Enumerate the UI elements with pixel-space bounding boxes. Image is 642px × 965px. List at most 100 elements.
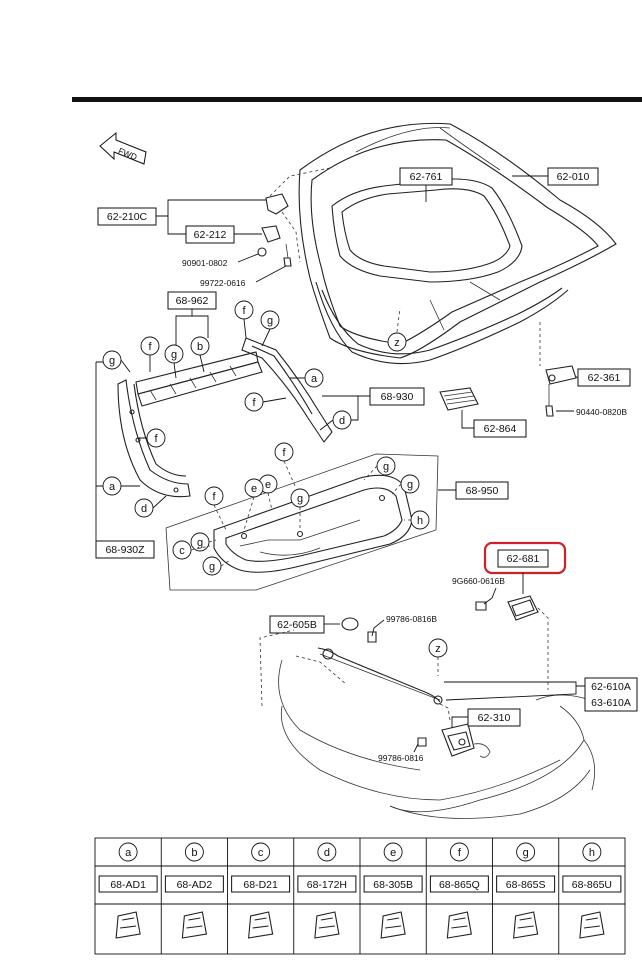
clip-icon-h [579, 911, 605, 939]
trim-side-right-drawing [241, 337, 333, 443]
callout-68-950-text: 68-950 [466, 485, 499, 497]
callout-62-605B-text: 62-605B [277, 619, 317, 631]
clip-icon-a [115, 911, 141, 939]
svg-text:g: g [407, 479, 413, 491]
legend-letter-c [251, 842, 271, 862]
callout-62-212-text: 62-212 [194, 229, 227, 241]
trim-ref-letters: g f g b f g a f d f a d [102, 300, 352, 518]
callout-68-930Z[interactable] [95, 540, 155, 559]
callout-9G660-0616B[interactable]: 9G660-0616B [452, 576, 505, 586]
legend-letter-text: a [125, 847, 132, 859]
stay-cap-drawing [341, 617, 359, 631]
legend-code-text: 68-AD1 [110, 879, 146, 891]
callout-62-310[interactable] [467, 708, 521, 727]
legend-letter-text: f [458, 847, 462, 859]
svg-text:g: g [383, 461, 389, 473]
callout-63-610A-text: 63-610A [591, 697, 631, 709]
callout-62-361[interactable] [577, 368, 631, 387]
striker-bracket-drawing [539, 322, 577, 417]
fwd-arrow-icon: FWD [99, 131, 147, 165]
callout-62-610A-text: 62-610A [591, 681, 631, 693]
clip-icon-g [513, 911, 539, 939]
legend-code-68-865S[interactable] [496, 875, 556, 893]
callout-99722-0616[interactable]: 99722-0616 [200, 278, 246, 288]
trim-main-frame [165, 453, 439, 591]
legend-letter-text: e [390, 847, 396, 859]
legend-letter-a [118, 842, 138, 862]
callout-62-212[interactable] [185, 225, 235, 244]
highlight-ring [483, 541, 567, 575]
callout-68-962-text: 68-962 [176, 295, 209, 307]
ref-circle-z-text: z [394, 337, 400, 349]
trim-main-ref-letters: f g g e e f g h c g g [172, 442, 430, 576]
callout-62-681[interactable] [497, 549, 549, 568]
legend-code-68-D21[interactable] [231, 875, 291, 893]
callout-90901-0802[interactable]: 90901-0802 [182, 258, 228, 268]
clip-icon-e [380, 911, 406, 939]
legend-code-68-865Q[interactable] [429, 875, 489, 893]
legend-code-68-865U[interactable] [562, 875, 622, 893]
callout-62-610A[interactable] [584, 677, 638, 712]
callout-62-010[interactable] [547, 167, 599, 186]
legend-letter-text: b [191, 847, 197, 859]
lamp-bracket-drawing [475, 595, 549, 690]
legend-code-text: 68-305B [373, 879, 413, 891]
callout-68-930Z-text: 68-930Z [105, 544, 145, 556]
legend-letter-f [449, 842, 469, 862]
callout-62-310-text: 62-310 [478, 712, 511, 724]
callout-68-930[interactable] [369, 387, 425, 406]
legend-code-text: 68-865U [572, 879, 612, 891]
svg-text:f: f [242, 305, 246, 317]
clip-icon-f [446, 911, 473, 939]
callout-62-864[interactable] [473, 419, 527, 438]
svg-text:g: g [171, 349, 177, 361]
callout-90440-0820B[interactable]: 90440-0820B [576, 407, 627, 417]
callout-62-210C-text: 62-210C [107, 211, 148, 223]
svg-text:h: h [417, 515, 423, 527]
svg-text:a: a [311, 373, 318, 385]
callout-62-010-text: 62-010 [557, 171, 590, 183]
svg-text:f: f [212, 491, 216, 503]
legend-code-68-305B[interactable] [363, 875, 423, 893]
callout-68-950[interactable] [455, 481, 509, 500]
legend-code-text: 68-865Q [439, 879, 480, 891]
svg-text:b: b [197, 341, 203, 353]
svg-text:e: e [251, 483, 257, 495]
legend-letter-text: h [589, 847, 595, 859]
callout-99786-0816[interactable]: 99786-0816 [378, 753, 424, 763]
svg-text:c: c [179, 545, 185, 557]
clip-icon-b [181, 911, 208, 939]
ref-circle-z [387, 332, 407, 352]
lower-lid-drawing [259, 629, 596, 819]
svg-text:e: e [265, 479, 271, 491]
callout-62-681-text: 62-681 [507, 553, 540, 565]
callout-62-864-text: 62-864 [484, 423, 517, 435]
legend-code-68-172H[interactable] [297, 875, 357, 893]
legend-code-text: 68-865S [506, 879, 546, 891]
legend-letter-d [317, 842, 337, 862]
svg-text:g: g [197, 537, 203, 549]
svg-text:a: a [109, 481, 116, 493]
svg-text:g: g [109, 355, 115, 367]
legend-letter-text: c [258, 847, 264, 859]
svg-text:g: g [209, 561, 215, 573]
legend-letter-b [184, 842, 204, 862]
callout-68-930-text: 68-930 [381, 391, 414, 403]
stay-bolt-drawing [367, 631, 377, 643]
trim-side-left-drawing [117, 379, 191, 498]
legend-code-68-AD2[interactable] [164, 875, 224, 893]
legend-code-68-AD1[interactable] [98, 875, 158, 893]
svg-text:d: d [339, 415, 345, 427]
trim-upper-drawing [135, 351, 263, 407]
header-rule [72, 97, 642, 102]
hinge-drawing [257, 167, 331, 267]
svg-text:f: f [148, 341, 152, 353]
callout-62-210C[interactable] [97, 207, 157, 226]
svg-text:d: d [141, 503, 147, 515]
callout-62-761-text: 62-761 [410, 171, 443, 183]
clip-icon-c [248, 911, 274, 939]
callout-99786-0816B[interactable]: 99786-0816B [386, 614, 437, 624]
callout-62-605B[interactable] [269, 615, 325, 634]
